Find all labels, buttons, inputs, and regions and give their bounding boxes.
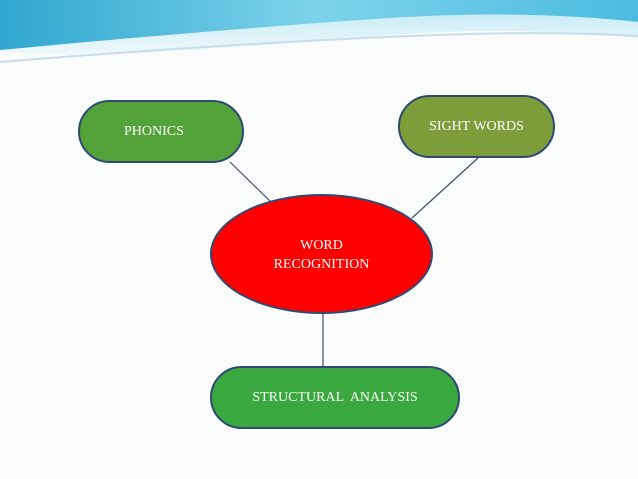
node-sight-words-label: SIGHT WORDS [429, 119, 524, 134]
node-sight-words: SIGHT WORDS [398, 95, 555, 158]
connector-phonics [229, 161, 273, 204]
center-label-line2: RECOGNITION [273, 257, 370, 272]
node-structural-analysis-label: STRUCTURAL ANALYSIS [252, 390, 418, 405]
wave-highlight [0, 32, 638, 63]
node-phonics-label: PHONICS [124, 124, 184, 139]
center-label-line1: WORD [300, 238, 343, 253]
node-word-recognition: WORD RECOGNITION [210, 194, 433, 314]
node-phonics: PHONICS [78, 100, 244, 163]
connector-sight-words [411, 157, 479, 219]
wave-front [0, 0, 638, 50]
wave-banner [0, 0, 638, 63]
node-structural-analysis: STRUCTURAL ANALYSIS [210, 366, 460, 429]
